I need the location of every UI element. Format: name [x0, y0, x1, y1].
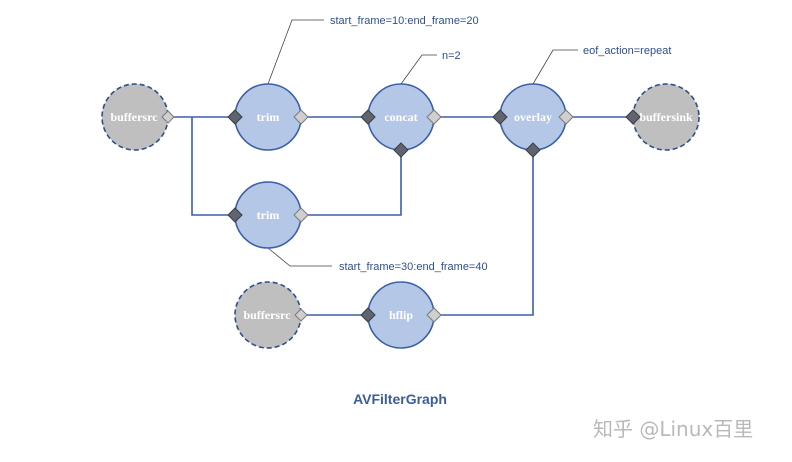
node-label: trim: [257, 110, 280, 124]
output-pad-concat: [426, 109, 442, 125]
link-trim2-concat: [302, 150, 402, 216]
node-label: buffersrc: [110, 110, 158, 124]
annotation-overlay: eof_action=repeat: [583, 45, 671, 57]
output-pad-overlay: [558, 109, 574, 125]
output-pad-trim-2: [293, 207, 309, 223]
link-buffersrc1-trim2: [191, 117, 232, 216]
output-pad-buffersrc-2: [294, 308, 308, 322]
pads: [161, 109, 641, 323]
leader-lines: [267, 19, 578, 267]
node-label: buffersink: [639, 110, 693, 124]
node-buffersrc-1: buffersrc: [101, 83, 169, 151]
node-buffersink: buffersink: [632, 83, 700, 151]
input-pad-concat-1: [393, 142, 409, 158]
output-pad-trim-1: [293, 109, 309, 125]
graph-title: AVFilterGraph: [353, 391, 447, 407]
input-pad-trim-1: [227, 109, 243, 125]
node-label: overlay: [514, 110, 552, 124]
input-pad-overlay-0: [492, 109, 508, 125]
input-pad-concat-0: [360, 109, 376, 125]
input-pad-overlay-1: [525, 142, 541, 158]
leader-concat: [400, 54, 437, 85]
node-trim-1: trim: [234, 83, 302, 151]
node-label: concat: [384, 110, 417, 124]
node-concat: concat: [367, 83, 435, 151]
node-hflip: hflip: [367, 281, 435, 349]
node-trim-2: trim: [234, 181, 302, 249]
io-node-shape: [632, 83, 700, 151]
node-label: buffersrc: [243, 308, 291, 322]
annotation-trim-1: start_frame=10:end_frame=20: [330, 15, 479, 27]
node-label: trim: [257, 208, 280, 222]
node-buffersrc-2: buffersrc: [234, 281, 302, 349]
annotation-trim-2: start_frame=30:end_frame=40: [339, 261, 488, 273]
output-pad-hflip: [426, 307, 442, 323]
leader-overlay: [532, 49, 578, 85]
leader-trim2: [267, 247, 332, 267]
annotation-concat: n=2: [442, 50, 461, 62]
output-pad-buffersrc-1: [161, 110, 175, 124]
link-hflip-overlay: [437, 150, 534, 316]
connections: [172, 116, 632, 316]
watermark: 知乎 @Linux百里: [593, 417, 753, 441]
input-pad-trim-2: [227, 207, 243, 223]
input-pad-buffersink: [625, 109, 641, 125]
leader-trim1: [267, 19, 324, 85]
node-overlay: overlay: [499, 83, 567, 151]
input-pad-hflip: [360, 307, 376, 323]
node-label: hflip: [389, 308, 413, 322]
